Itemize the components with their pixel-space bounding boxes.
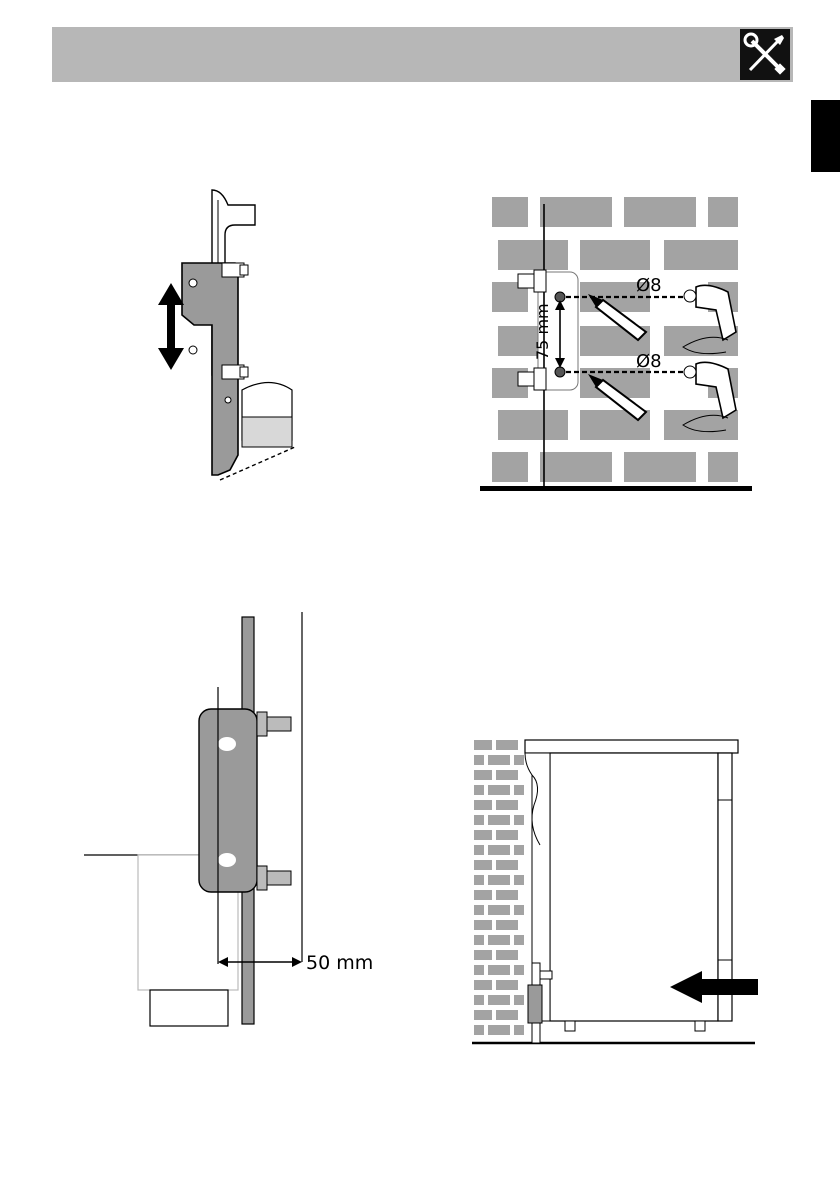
figure-bracket-clearance: 50 mm bbox=[84, 612, 384, 1032]
hole-diameter-bottom-label: Ø8 bbox=[636, 351, 662, 372]
language-tab bbox=[811, 100, 840, 172]
figure-bracket-adjust bbox=[150, 185, 320, 485]
clearance-distance-label: 50 mm bbox=[306, 952, 373, 974]
tools-icon bbox=[740, 29, 790, 80]
double-vertical-arrow-icon bbox=[158, 283, 184, 370]
figure-push-to-wall bbox=[470, 735, 760, 1050]
hole-diameter-top-label: Ø8 bbox=[636, 275, 662, 296]
page-header-bar bbox=[52, 27, 793, 82]
figure-wall-drilling: Ø8 Ø8 75 mm bbox=[478, 182, 753, 500]
hole-spacing-label: 75 mm bbox=[533, 303, 552, 360]
